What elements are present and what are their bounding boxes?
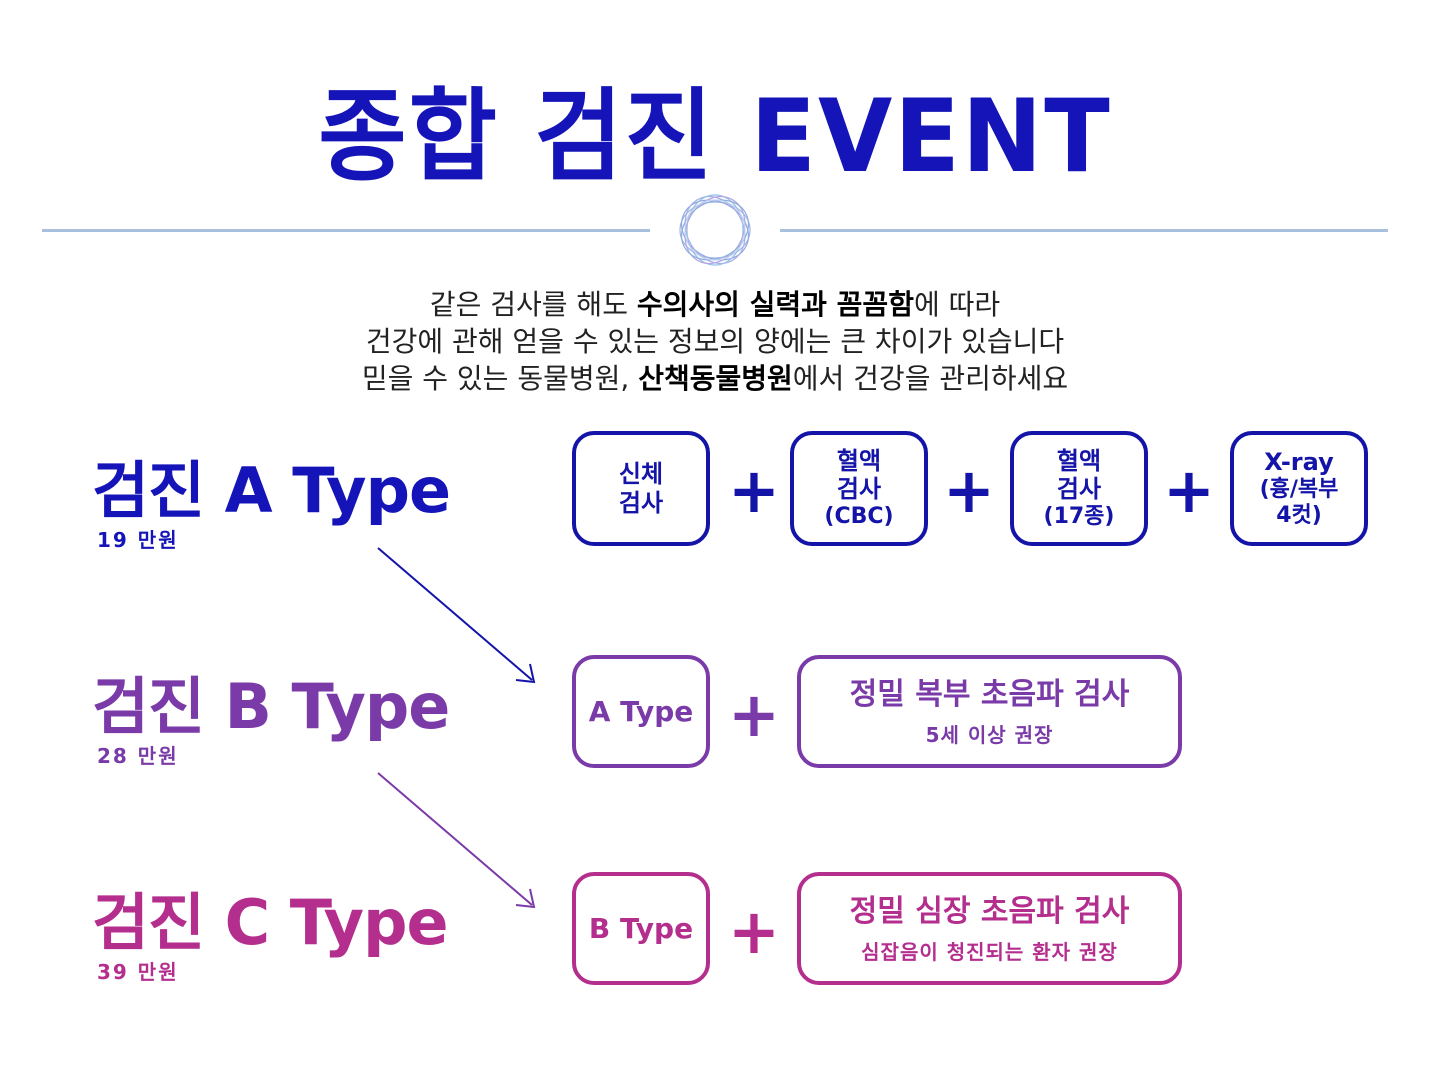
page-title: 종합 검진 EVENT [318, 77, 1112, 196]
type-b-price: 28 만원 [97, 744, 179, 768]
plus-icon: + [728, 454, 780, 527]
arrow-b-to-c-icon [377, 772, 536, 909]
divider-left [42, 229, 650, 232]
a-item-chemistry: 혈액 검사 (17종) [1010, 431, 1148, 546]
intro-text: 같은 검사를 해도 수의사의 실력과 꼼꼼함에 따라 건강에 관해 얻을 수 있… [0, 286, 1430, 397]
plus-icon: + [728, 895, 780, 968]
intro-line-3: 믿을 수 있는 동물병원, 산책동물병원에서 건강을 관리하세요 [361, 362, 1069, 395]
a-item-cbc: 혈액 검사 (CBC) [790, 431, 928, 546]
type-a-title: 검진 A Type [92, 454, 451, 527]
a-item-physical-exam: 신체 검사 [572, 431, 710, 546]
type-c-price: 39 만원 [97, 960, 179, 984]
b-base-type: A Type [572, 655, 710, 768]
plus-icon: + [1163, 454, 1215, 527]
intro-line-1: 같은 검사를 해도 수의사의 실력과 꼼꼼함에 따라 [429, 288, 1001, 321]
c-base-type: B Type [572, 872, 710, 985]
divider-right [780, 229, 1388, 232]
type-b-title: 검진 B Type [92, 670, 450, 743]
ring-ornament-icon [679, 194, 751, 266]
type-c-title: 검진 C Type [92, 886, 449, 959]
arrow-a-to-b-icon [377, 547, 536, 684]
plus-icon: + [943, 454, 995, 527]
a-item-xray: X-ray (흉/복부 4컷) [1230, 431, 1368, 546]
c-extra-exam: 정밀 심장 초음파 검사 심잡음이 청진되는 환자 권장 [797, 872, 1182, 985]
type-a-price: 19 만원 [97, 528, 179, 552]
b-extra-exam: 정밀 복부 초음파 검사 5세 이상 권장 [797, 655, 1182, 768]
intro-line-2: 건강에 관해 얻을 수 있는 정보의 양에는 큰 차이가 있습니다 [365, 325, 1065, 358]
plus-icon: + [728, 678, 780, 751]
